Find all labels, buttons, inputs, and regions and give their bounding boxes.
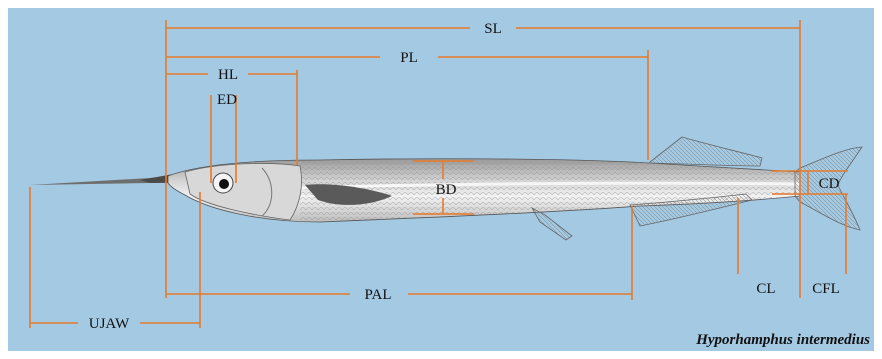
species-name: Hyporhamphus intermedius [695, 332, 870, 348]
label-hl: HL [218, 67, 238, 83]
label-sl: SL [484, 21, 502, 37]
label-pal: PAL [365, 287, 392, 303]
label-pl: PL [400, 50, 418, 66]
label-ed: ED [217, 92, 237, 108]
hl-measure [166, 70, 297, 165]
label-ujaw: UJAW [89, 316, 130, 332]
head [185, 164, 302, 220]
pl-measure [166, 50, 648, 160]
dorsal-fin [650, 137, 762, 166]
label-cl: CL [756, 281, 775, 297]
label-cfl: CFL [812, 281, 840, 297]
ujaw-measure [30, 187, 200, 328]
label-cd: CD [819, 176, 840, 192]
pal-measure [166, 206, 632, 300]
label-bd: BD [436, 182, 457, 198]
pelvic-fin [532, 208, 572, 240]
